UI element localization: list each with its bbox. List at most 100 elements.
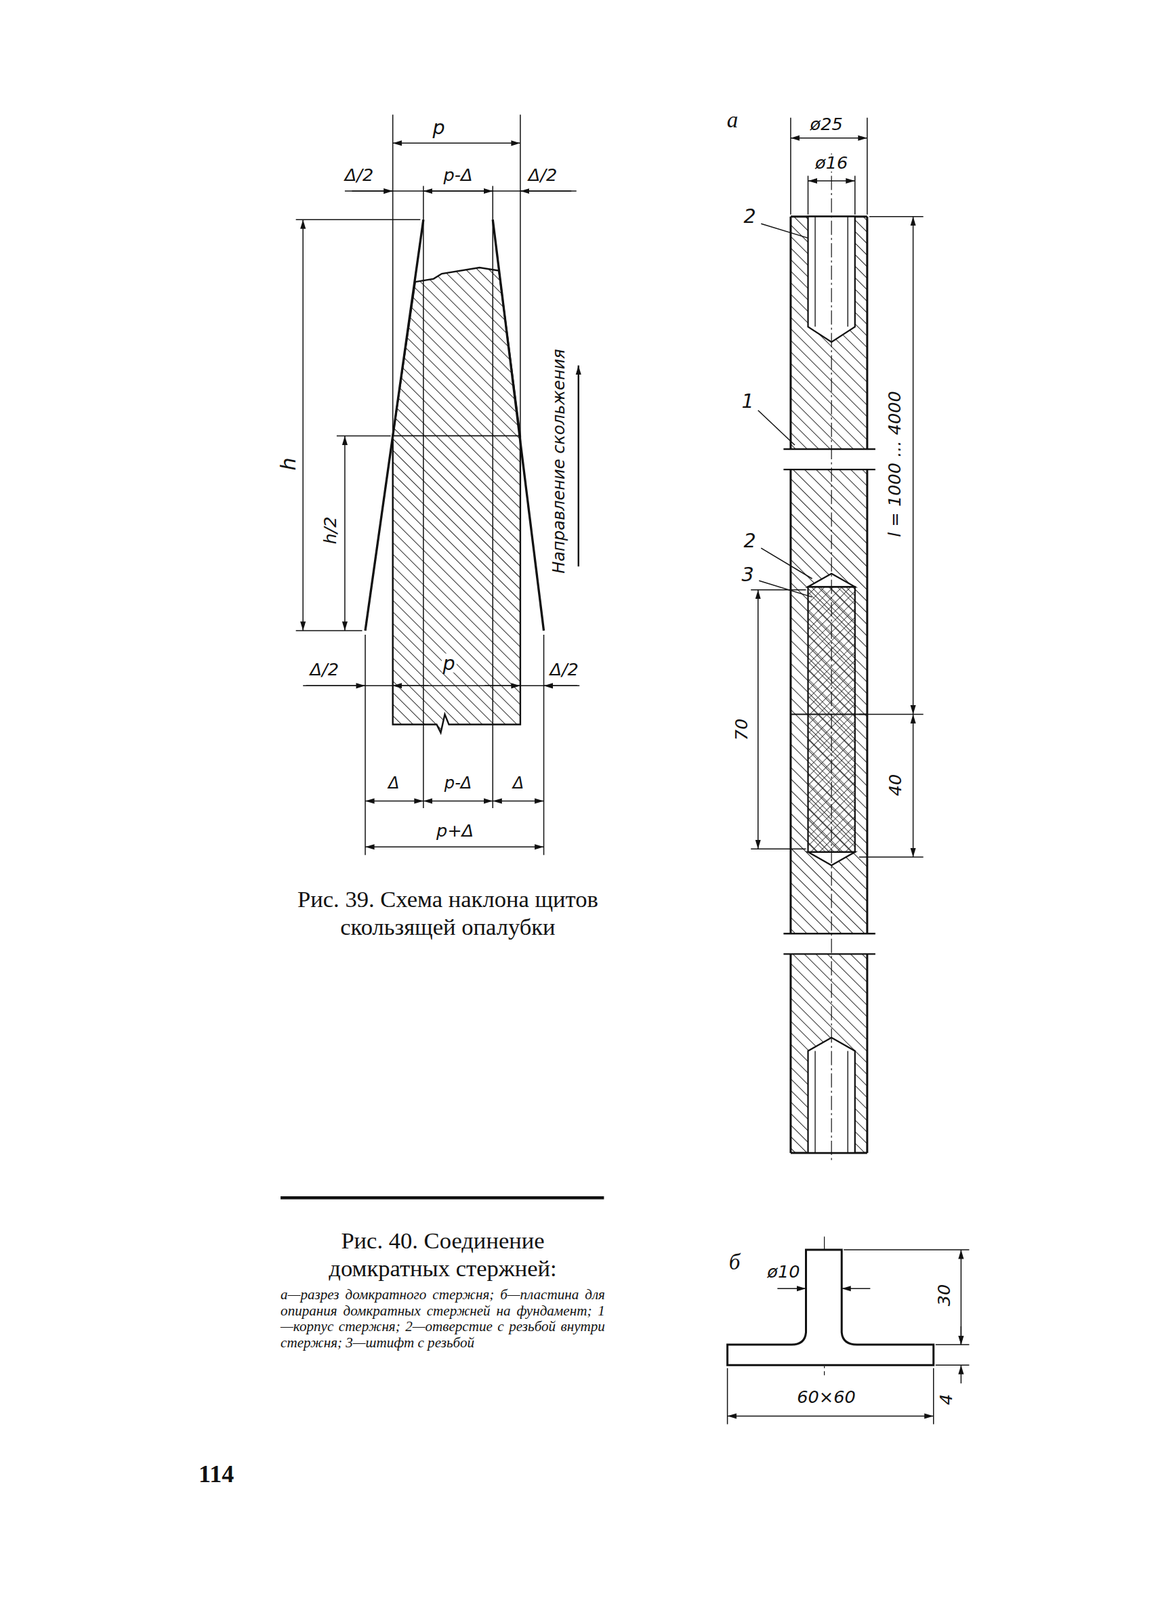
dimension-line <box>843 1249 969 1251</box>
dimension-label: Δ/2 <box>343 166 375 185</box>
callout-number: 2 <box>742 531 758 551</box>
dimension-line <box>423 190 493 192</box>
dimension-line <box>807 176 810 215</box>
dimension-label: ø25 <box>808 115 844 134</box>
jack-rod <box>865 954 868 1154</box>
dimension-label: 70 <box>733 716 751 742</box>
divider-rule <box>280 1196 604 1200</box>
dimension-line <box>960 1326 963 1345</box>
callout-number: 1 <box>740 390 756 411</box>
dimension-line <box>960 1250 963 1345</box>
dimension-line <box>423 800 493 803</box>
page-number: 114 <box>198 1462 234 1487</box>
dimension-label: 60×60 <box>795 1389 858 1407</box>
jack-rod <box>783 216 876 1154</box>
dimension-label: ø16 <box>813 154 849 173</box>
dimension-label: h <box>278 456 299 473</box>
dimension-line <box>519 114 522 715</box>
dimension-line <box>306 685 366 688</box>
dimension-line <box>790 117 792 215</box>
dimension-line <box>912 714 915 858</box>
dimension-line <box>727 1416 934 1418</box>
jack-rod <box>789 216 792 450</box>
dimension-line <box>808 180 856 182</box>
dimension-line <box>869 216 924 218</box>
formwork-panel <box>365 219 424 631</box>
dimension-line <box>960 1365 963 1384</box>
dimension-line <box>392 142 521 145</box>
dimension-line <box>296 218 421 221</box>
leader-line <box>760 548 812 579</box>
dimension-label: p <box>430 117 446 138</box>
dimension-label: p-Δ <box>443 775 473 792</box>
dimension-label: 40 <box>886 773 905 799</box>
dimension-line <box>859 857 924 859</box>
jack-rod <box>783 953 876 955</box>
direction-arrow <box>577 365 580 568</box>
direction-label: Направление скольжения <box>550 347 568 576</box>
dimension-line <box>859 714 924 716</box>
wall-section <box>392 435 521 438</box>
figure-caption: Рис. 40. Соединение домкратных стержней: <box>280 1227 606 1283</box>
dimension-label: p+Δ <box>435 822 475 841</box>
jack-rod <box>865 469 868 934</box>
dimension-line <box>935 1364 970 1366</box>
callout-number: 3 <box>740 564 756 585</box>
wall-section <box>392 267 521 734</box>
wall-section <box>392 267 521 734</box>
subfigure-letter: а <box>727 109 739 132</box>
dimension-line <box>750 589 806 591</box>
threaded-bore <box>847 216 849 328</box>
jack-rod <box>789 469 792 934</box>
dimension-line <box>392 114 394 715</box>
dimension-line <box>484 685 521 688</box>
jack-rod <box>865 216 868 450</box>
formwork-panel <box>492 219 544 631</box>
callout-number: 2 <box>742 206 758 227</box>
threaded-bore <box>847 1050 849 1154</box>
dimension-line <box>344 435 346 631</box>
threaded-bore <box>814 1050 816 1154</box>
dimension-label: ø10 <box>765 1263 801 1282</box>
direction-arrow <box>577 365 580 568</box>
jack-rod <box>783 468 876 471</box>
dimension-line <box>750 848 806 851</box>
figure-caption: Рис. 39. Схема наклона щитов скользящей … <box>292 885 605 942</box>
dimension-label: 4 <box>938 1393 957 1407</box>
dimension-label: Δ <box>511 775 526 792</box>
dimension-line <box>757 590 759 849</box>
base-plate <box>727 1250 934 1366</box>
dimension-line <box>422 186 425 809</box>
dimension-line <box>302 219 304 631</box>
caption-legend: а—разрез домкратного стержня; б—пластина… <box>280 1287 606 1352</box>
leader-line <box>758 223 813 597</box>
center-line <box>824 153 833 1376</box>
dimension-line <box>543 634 545 856</box>
dimension-line <box>544 685 578 688</box>
dimension-label: h/2 <box>321 514 340 546</box>
dimension-label: p <box>441 653 457 673</box>
center-line <box>831 153 833 1164</box>
dimension-line <box>520 190 572 192</box>
dimension-line <box>344 190 577 192</box>
dimension-label: Δ/2 <box>527 166 559 185</box>
leader-line <box>758 580 812 597</box>
dimension-label: p-Δ <box>442 166 475 185</box>
leader-line <box>758 410 795 446</box>
dimension-line <box>854 176 856 215</box>
subfigure-letter: б <box>729 1252 741 1275</box>
dimension-label: l = 1000 ... 4000 <box>886 389 904 539</box>
dimension-line <box>296 114 580 856</box>
dimension-line <box>841 1288 870 1290</box>
jack-rod <box>783 448 876 450</box>
dimension-line <box>750 117 923 858</box>
dimension-line <box>727 1250 970 1425</box>
dimension-line <box>365 800 424 803</box>
jack-rod <box>790 469 868 934</box>
leader-line <box>760 223 808 238</box>
dimension-line <box>492 186 494 809</box>
dimension-label: Δ/2 <box>308 661 341 680</box>
divider-rule <box>280 1196 604 1200</box>
jack-rod <box>790 216 868 450</box>
dimension-line <box>302 685 580 688</box>
